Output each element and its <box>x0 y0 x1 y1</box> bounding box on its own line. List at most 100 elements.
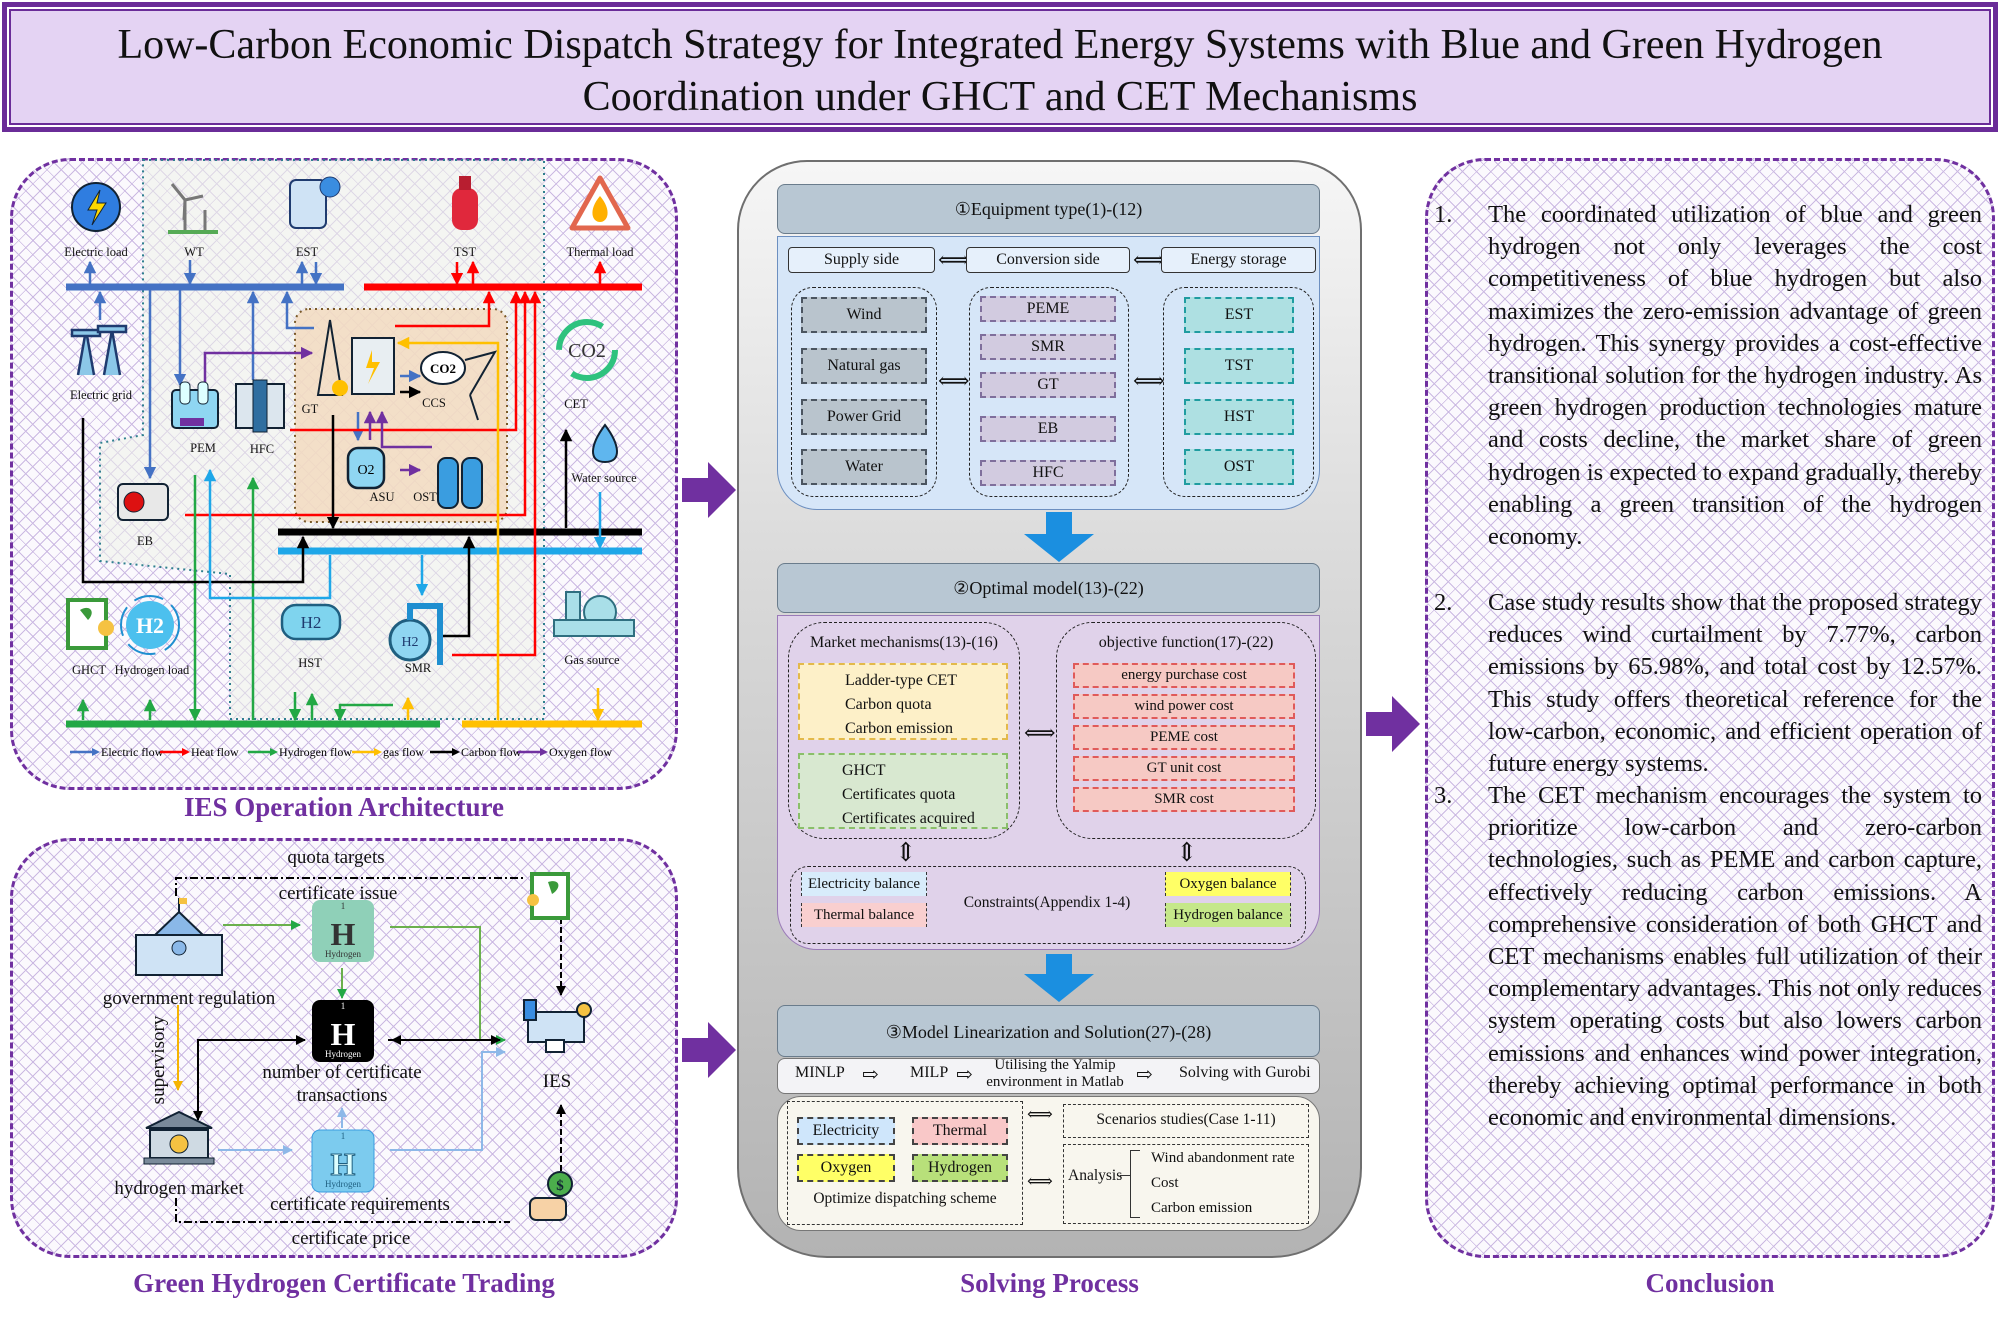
ies-factory-icon <box>523 999 592 1053</box>
label-transactions: transactions <box>297 1085 388 1106</box>
objective-function-title: objective function(17)-(22) <box>1098 634 1274 651</box>
label-electric-grid: Electric grid <box>70 388 133 402</box>
legend-label: Carbon flow <box>461 745 522 759</box>
scheme-oxygen: Oxygen <box>797 1154 895 1182</box>
ghct-item: Certificates acquired <box>842 810 975 827</box>
label-asu: ASU <box>369 490 394 504</box>
label-certificate-requirements: certificate requirements <box>270 1194 450 1215</box>
label-hst: HST <box>298 656 322 670</box>
legend-item: Oxygen flow <box>518 745 612 759</box>
step1-header: ①Equipment type(1)-(12) <box>777 184 1320 234</box>
ies-labels: Electric load WT EST TST Thermal load El… <box>64 245 637 677</box>
tile-symbol: H <box>331 1146 356 1182</box>
arrow-right-icon <box>682 462 736 518</box>
analysis-items: Wind abandonment rate Cost Carbon emissi… <box>1151 1146 1295 1221</box>
hydrogen-storage-tank-icon: H2 <box>280 603 342 641</box>
label-ghct: GHCT <box>72 663 106 677</box>
legend-item: Carbon flow <box>430 745 522 759</box>
flow-gurobi: Solving with Gurobi <box>1179 1064 1311 1081</box>
h2-load-text: H2 <box>136 613 164 638</box>
legend-label: Heat flow <box>191 745 239 759</box>
title-line-1: Low-Carbon Economic Dispatch Strategy fo… <box>117 22 1883 68</box>
ghct-connections <box>173 877 566 1223</box>
legend-arrow-icon <box>270 748 278 756</box>
double-arrow-icon: ⟺ <box>1133 247 1165 272</box>
ghct-caption: Green Hydrogen Certificate Trading <box>133 1268 555 1298</box>
scenarios-studies: Scenarios studies(Case 1-11) <box>1063 1104 1309 1138</box>
oxygen-storage-tank-icon <box>437 457 483 509</box>
hollow-arrow-icon: ⇨ <box>956 1064 973 1086</box>
legend-label: Oxygen flow <box>549 745 612 759</box>
cet-item: Ladder-type CET <box>845 672 958 689</box>
down-arrow-icon <box>1024 512 1094 562</box>
analysis-label: Analysis <box>1068 1167 1123 1184</box>
legend-arrow-icon <box>452 748 460 756</box>
cet-recycle-icon: CO2 <box>556 319 618 381</box>
ghct-labels: quota targets certificate issue governme… <box>103 847 572 1249</box>
label-supervisory: supervisory <box>148 1015 169 1104</box>
label-certificate-issue: certificate issue <box>279 883 398 904</box>
ghct-item: GHCT <box>842 762 886 779</box>
tile-symbol: H <box>331 1016 356 1052</box>
energy-storage-header: Energy storage <box>1161 247 1316 273</box>
storage-group <box>1163 287 1314 497</box>
analysis-item: Carbon emission <box>1151 1200 1253 1216</box>
cet-box: Ladder-type CET Carbon quota Carbon emis… <box>798 663 1008 740</box>
label-electric-load: Electric load <box>64 245 128 259</box>
cet-item: Carbon quota <box>845 696 932 713</box>
government-building-icon <box>135 898 223 976</box>
green-certificate-document-icon <box>527 872 570 920</box>
double-arrow-icon: ⟺ <box>1133 368 1165 393</box>
conversion-item: SMR <box>980 334 1116 360</box>
legend-item: Hydrogen flow <box>248 745 352 759</box>
item-number: 1. <box>1434 201 1453 228</box>
label-pem: PEM <box>190 441 216 455</box>
thermal-storage-tank-icon <box>452 176 478 230</box>
scheme-electricity: Electricity <box>797 1117 895 1145</box>
electric-boiler-icon <box>117 483 169 521</box>
gas-turbine-icon <box>316 319 395 396</box>
analysis-item: Cost <box>1151 1175 1179 1191</box>
legend-label: Hydrogen flow <box>279 745 352 759</box>
double-arrow-icon: ⟺ <box>938 368 970 393</box>
cet-item: Carbon emission <box>845 720 953 737</box>
item-number: 3. <box>1434 782 1453 809</box>
legend-item: gas flow <box>352 745 424 759</box>
hst-h2-text: H2 <box>301 613 322 632</box>
storage-item: EST <box>1184 297 1294 333</box>
label-hfc: HFC <box>250 442 274 456</box>
label-gas-source: Gas source <box>564 653 620 667</box>
optimize-dispatching-label: Optimize dispatching scheme <box>813 1190 997 1207</box>
ies-caption: IES Operation Architecture <box>184 792 504 822</box>
label-hydrogen-market: hydrogen market <box>114 1178 244 1199</box>
ghct-item: Certificates quota <box>842 786 956 803</box>
down-arrow-icon <box>1024 954 1094 1002</box>
objective-item: PEME cost <box>1073 725 1295 750</box>
flow-milp: MILP <box>910 1064 949 1081</box>
analysis-bracket <box>1130 1150 1140 1218</box>
flow-yalmip: Utilising the Yalmip environment in Matl… <box>986 1057 1124 1090</box>
item-text: The CET mechanism encourages the system … <box>1488 782 1982 1132</box>
scheme-hydrogen: Hydrogen <box>912 1154 1008 1182</box>
hollow-arrow-icon: ⇨ <box>1136 1064 1153 1086</box>
label-tst: TST <box>454 245 477 259</box>
legend-arrow-icon <box>182 748 190 756</box>
energy-buses <box>66 283 642 728</box>
tile-name: Hydrogen <box>325 949 361 959</box>
electric-load-icon <box>71 182 121 232</box>
label-water-source: Water source <box>571 471 637 485</box>
gas-source-plant-icon <box>553 591 635 637</box>
vertical-double-arrow-icon: ⇕ <box>895 838 917 867</box>
thermal-load-fire-icon <box>569 175 631 231</box>
conversion-item: GT <box>980 372 1116 398</box>
co2-icon-text: CO2 <box>430 361 456 376</box>
pem-electrolyzer-icon <box>171 381 219 429</box>
hydrogen-fuel-cell-icon <box>235 379 285 433</box>
o2-icon-text: O2 <box>357 463 374 478</box>
constraint-hydrogen: Hydrogen balance <box>1165 903 1291 927</box>
smr-reformer-icon: H2 <box>388 603 443 665</box>
scheme-thermal: Thermal <box>912 1117 1008 1145</box>
label-wt: WT <box>184 245 204 259</box>
legend-label: Electric flow <box>101 745 164 759</box>
